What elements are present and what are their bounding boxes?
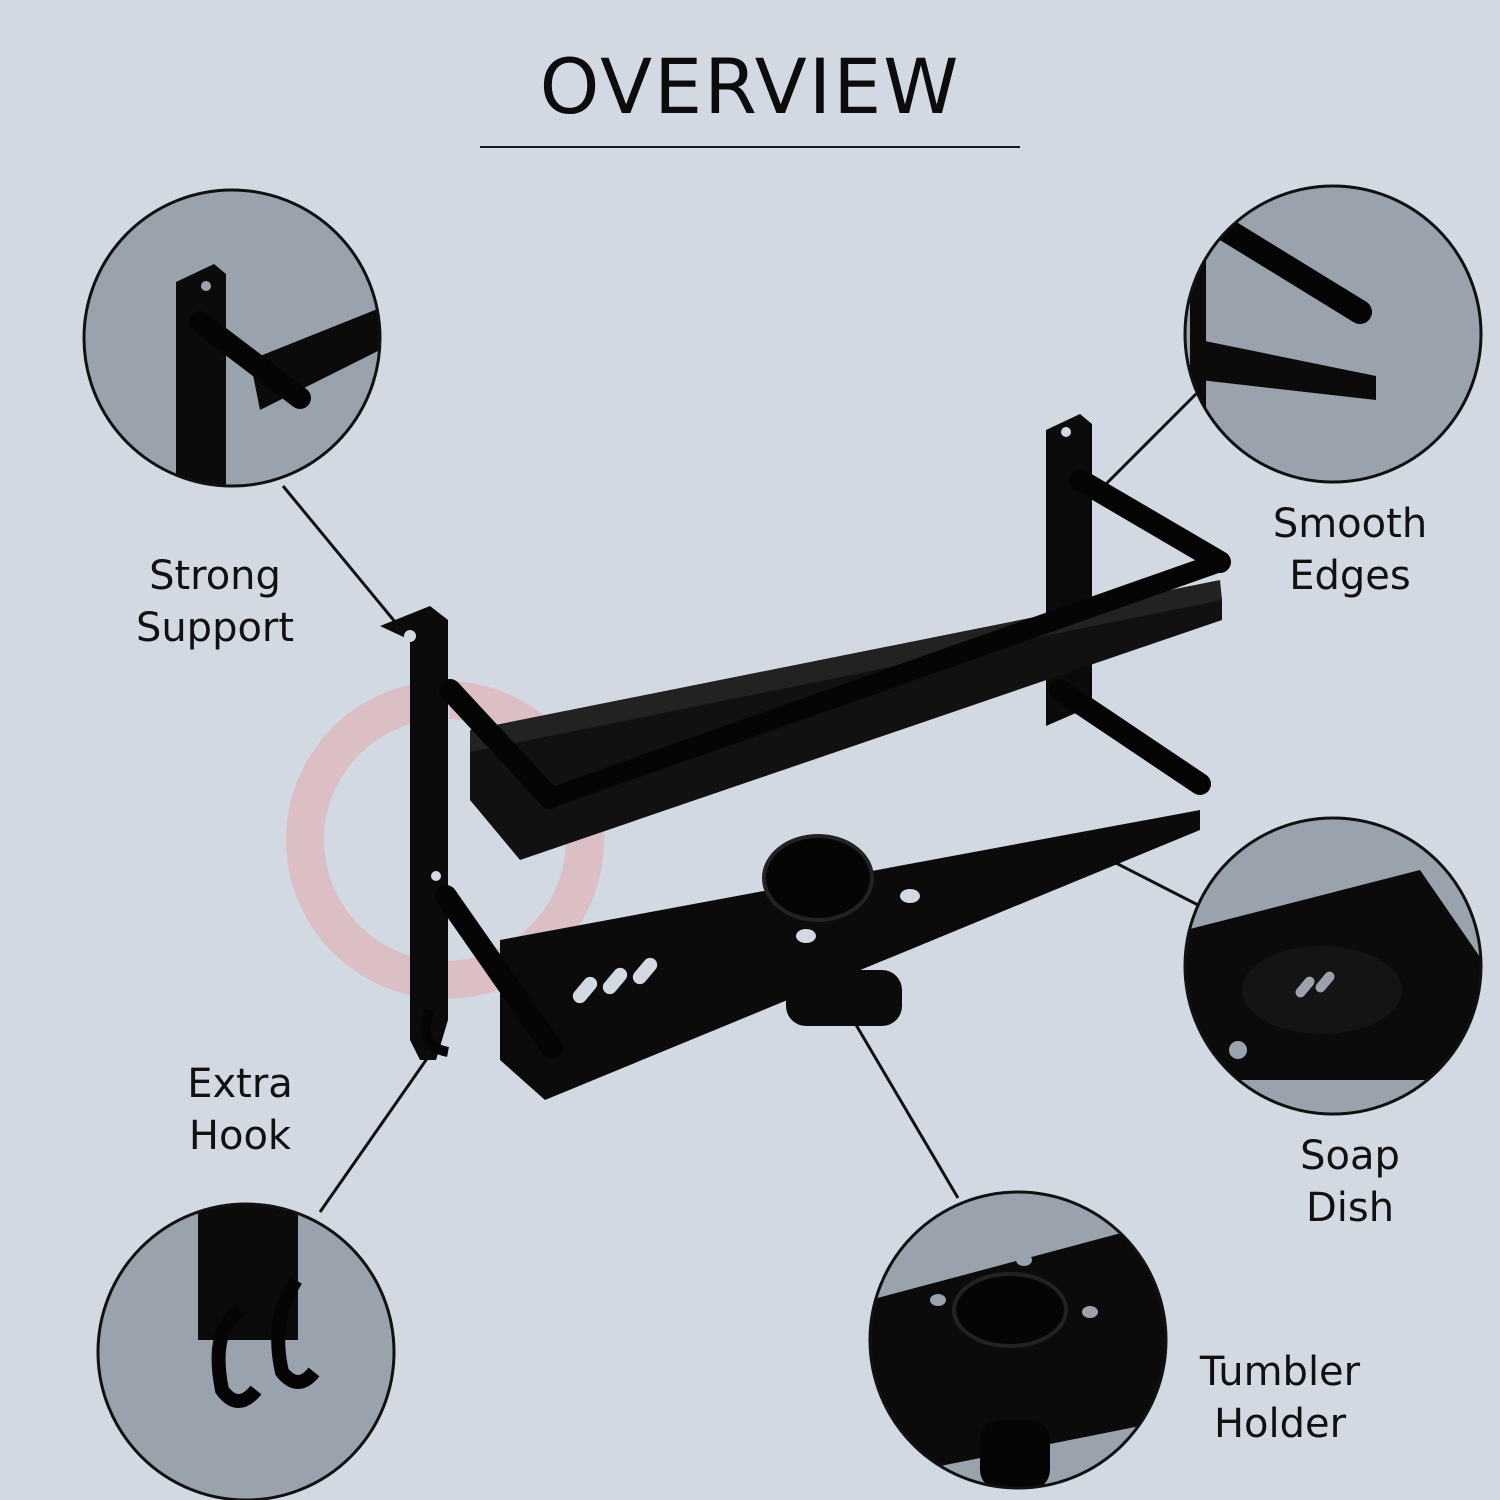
feature-smooth-edges-line2: Edges: [1289, 553, 1411, 599]
feature-strong-support-line1: Strong: [149, 553, 281, 599]
shelf-product: [380, 414, 1231, 1100]
feature-smooth-edges-line1: Smooth: [1272, 501, 1428, 547]
zoom-smooth-edges: [1183, 184, 1483, 484]
callout-lines: [281, 390, 1201, 1213]
feature-extra-hook-line2: Hook: [188, 1113, 292, 1159]
zoom-tumbler-holder: [868, 1190, 1168, 1490]
zoom-soap-dish: [1183, 816, 1483, 1116]
feature-smooth-edges: Smooth Edges: [1240, 498, 1460, 602]
feature-tumbler-holder: Tumbler Holder: [1160, 1346, 1400, 1450]
feature-strong-support: Strong Support: [100, 550, 330, 654]
feature-soap-dish-line2: Dish: [1305, 1185, 1395, 1231]
feature-strong-support-line2: Support: [135, 605, 295, 651]
feature-tumbler-holder-line1: Tumbler: [1199, 1349, 1361, 1395]
page-title: OVERVIEW: [539, 42, 961, 131]
title-underline: [480, 146, 1020, 148]
feature-extra-hook-line1: Extra: [187, 1061, 293, 1107]
zoom-strong-support: [82, 188, 382, 488]
feature-soap-dish-line1: Soap: [1300, 1133, 1400, 1179]
feature-tumbler-holder-line2: Holder: [1213, 1401, 1347, 1447]
feature-soap-dish: Soap Dish: [1250, 1130, 1450, 1234]
feature-extra-hook: Extra Hook: [140, 1058, 340, 1162]
watermark-tagline: [320, 860, 344, 940]
zoom-extra-hook: [96, 1202, 396, 1500]
